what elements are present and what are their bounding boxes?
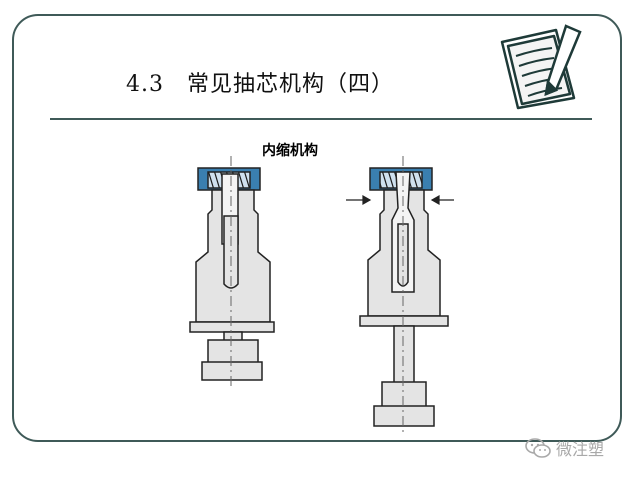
stem-right xyxy=(393,325,415,391)
watermark: 微注塑 xyxy=(524,435,604,461)
inward-arrows xyxy=(346,194,454,206)
slide-title: 4.3 常见抽芯机构（四） xyxy=(126,72,394,97)
wechat-icon xyxy=(525,438,551,458)
mold-open-state xyxy=(359,156,449,434)
inner-pin-left xyxy=(223,215,239,289)
collapsible-core-diagram xyxy=(189,156,454,434)
title-divider xyxy=(50,118,592,120)
mold-closed-state xyxy=(189,156,275,386)
plate-right xyxy=(359,315,449,327)
base-left xyxy=(201,361,263,381)
diagram-caption: 内缩机构 xyxy=(262,143,318,159)
base-right xyxy=(373,405,435,427)
ejector-right xyxy=(381,381,427,409)
notebook-pen-icon xyxy=(500,24,582,110)
inner-pin-right xyxy=(397,223,409,287)
plate-left xyxy=(189,321,275,333)
watermark-text: 微注塑 xyxy=(556,440,605,459)
ejector-left xyxy=(207,339,259,365)
